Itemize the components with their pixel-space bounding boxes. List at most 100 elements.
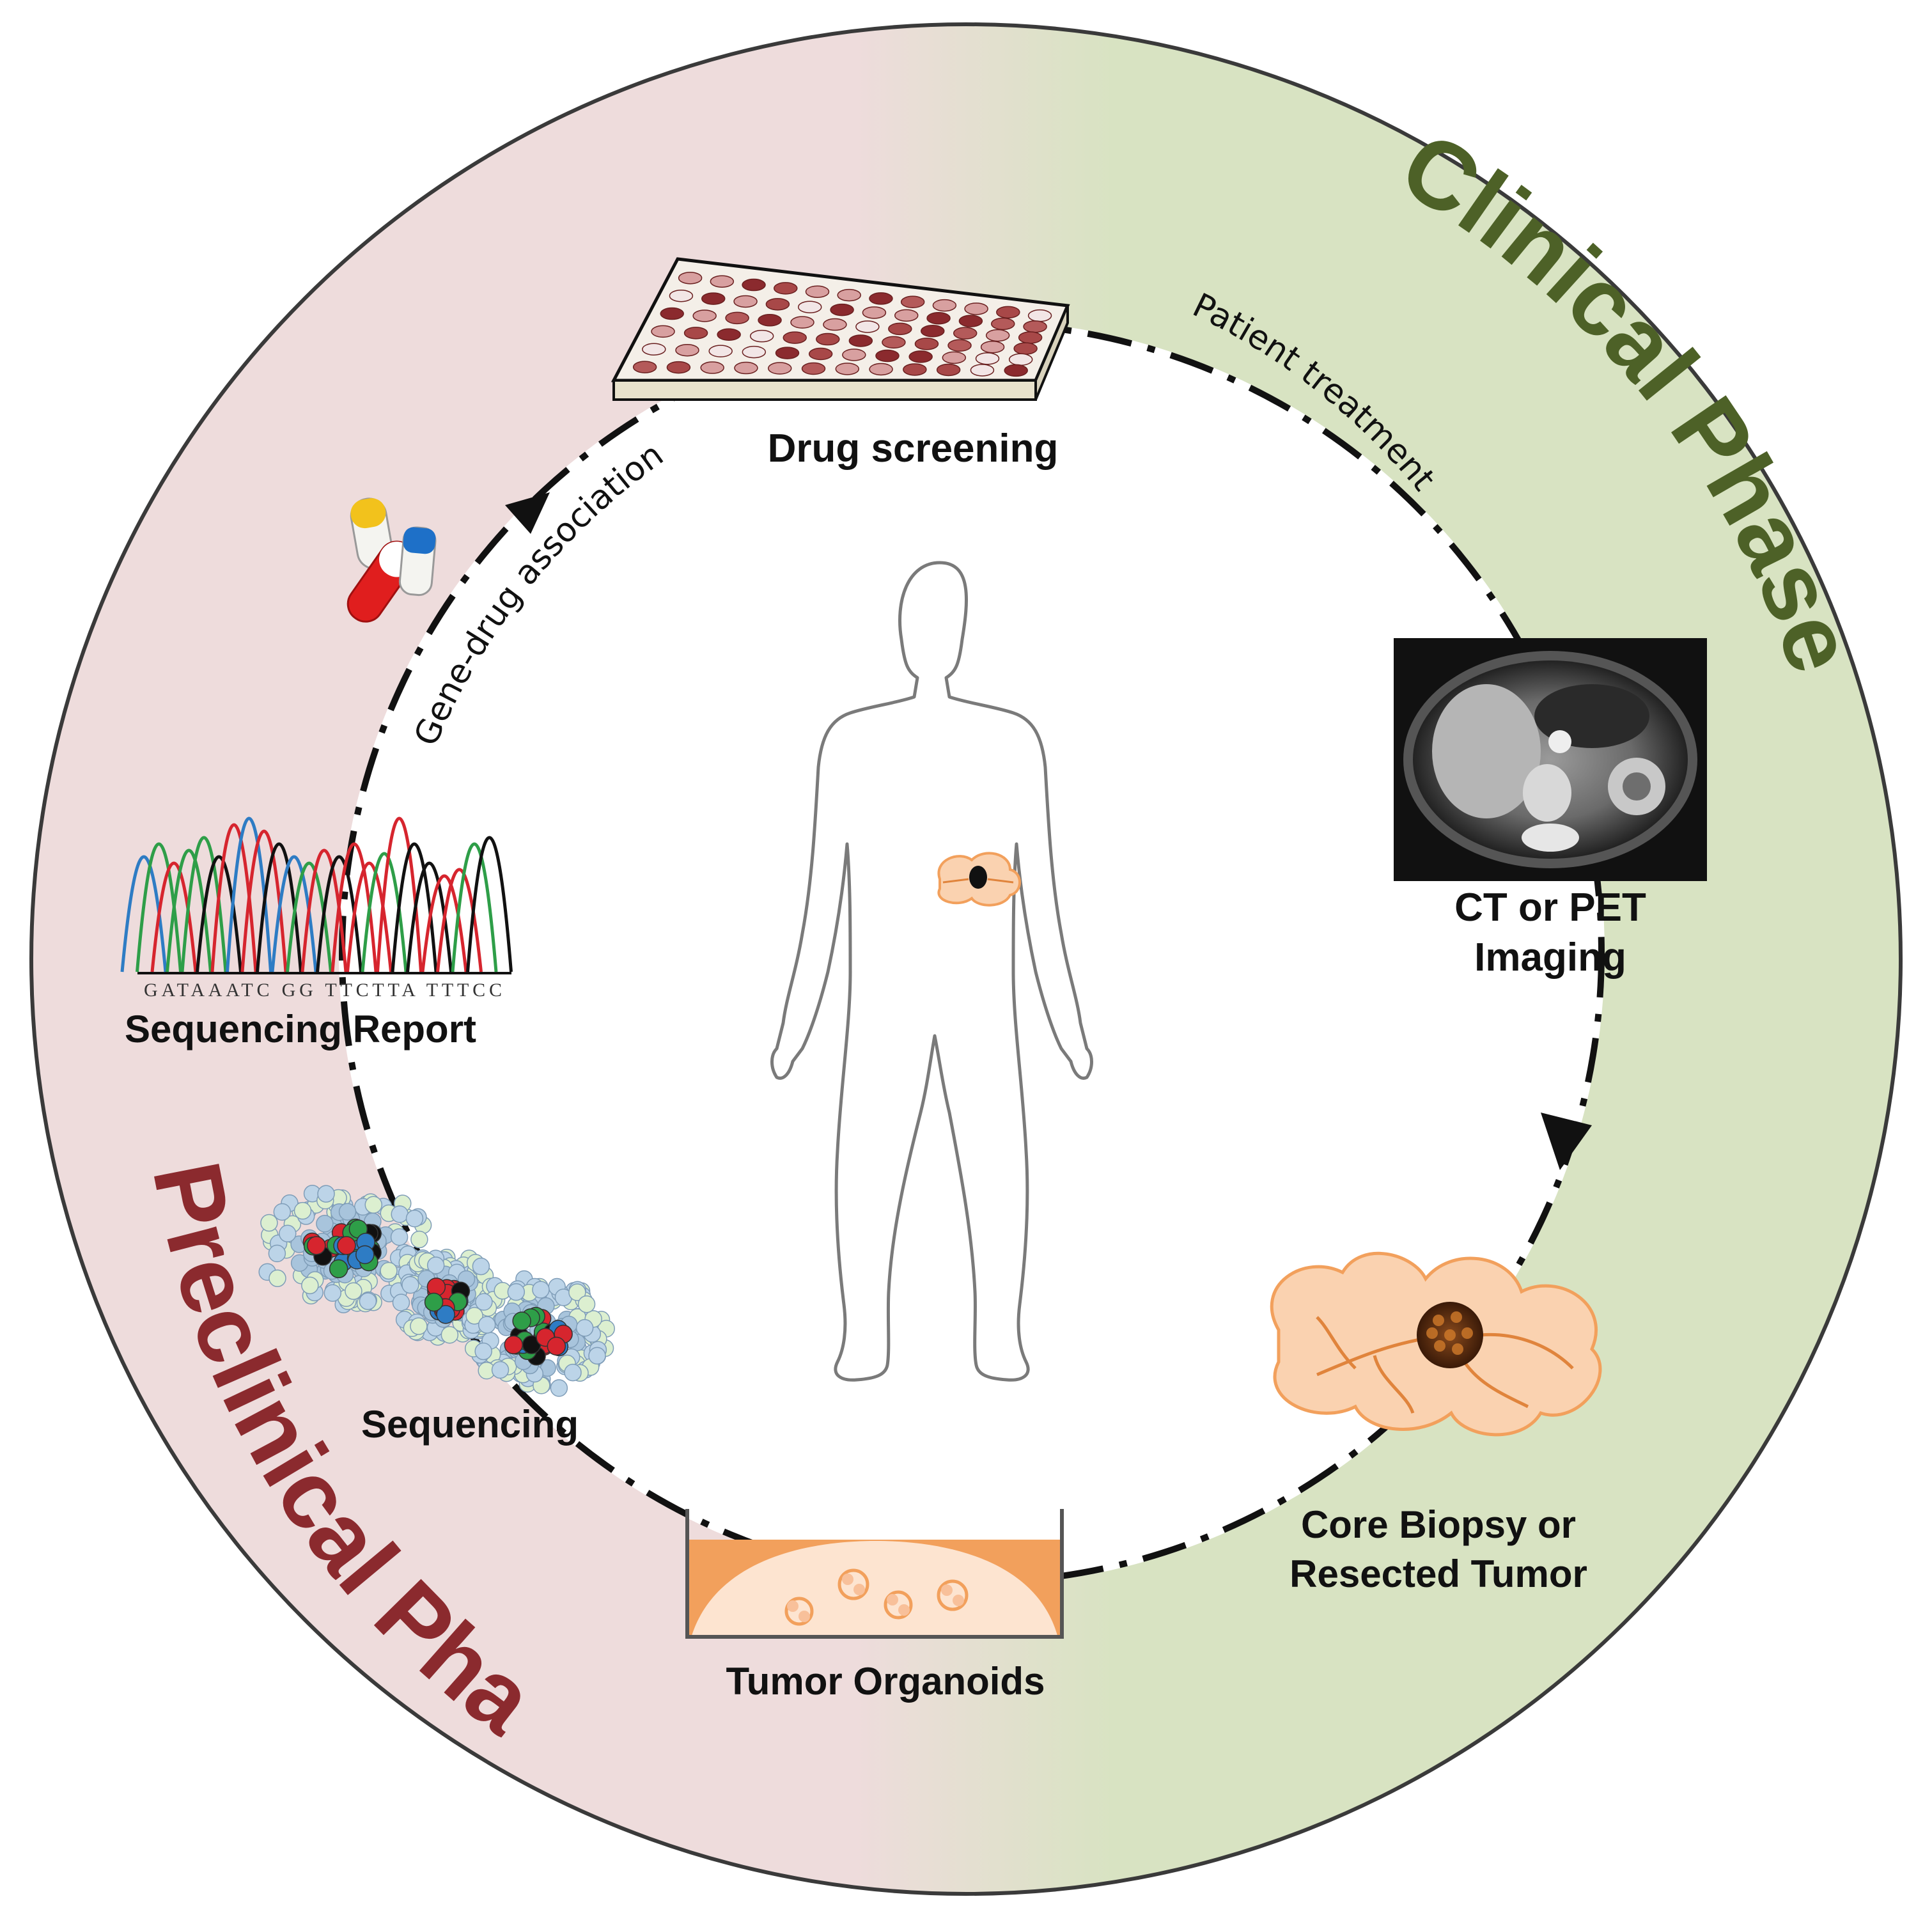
cell [475,1293,493,1311]
cell [273,1203,292,1221]
cell [359,1292,377,1310]
well [1013,342,1038,355]
well [869,363,893,376]
well [669,289,694,302]
tumor-cell [547,1336,566,1356]
well [708,345,733,357]
well [651,325,675,338]
human-body-outline [770,561,1093,1382]
ct-scan-image [1394,638,1707,881]
cell [440,1325,459,1344]
well [875,349,900,363]
cell [465,1307,483,1325]
tumor-cell [307,1236,326,1255]
cell [550,1379,568,1397]
well [1004,364,1028,377]
tumor-cell [355,1245,375,1265]
arrowhead-gene-drug [505,492,550,534]
organ-tumor-icon [937,852,1021,907]
well [914,338,939,350]
well [1027,309,1052,322]
well [805,285,830,298]
cell [472,1257,490,1276]
well [958,315,983,327]
cell [390,1228,409,1246]
well [985,329,1010,342]
cell [568,1283,586,1301]
cell [426,1256,445,1274]
well [642,343,666,355]
cell [316,1215,334,1233]
well [632,361,657,373]
sequencing-report-label: Sequencing Report [125,1008,476,1051]
drug-screening-label: Drug screening [768,426,1059,471]
cell [364,1196,383,1214]
cycle-path [339,320,1605,1586]
sequencing-label: Sequencing [361,1403,579,1446]
tumor-cell [337,1236,356,1255]
cell [478,1316,496,1334]
well [970,364,995,377]
well [692,309,717,322]
tumor-cell [424,1292,444,1312]
well [882,336,906,349]
well [1018,331,1043,344]
well [888,322,912,336]
well [710,275,735,288]
well [675,343,699,357]
well [725,311,749,325]
well [790,316,814,329]
well [991,317,1015,331]
cell [380,1262,398,1280]
cell [491,1361,510,1379]
ct-pet-label-line2: Imaging [1474,935,1626,980]
cell [575,1319,594,1337]
well [701,292,726,305]
well [842,348,866,361]
cell [564,1363,582,1382]
well [975,352,1000,365]
chromatogram-peak [466,836,513,973]
cell-cluster-icon [258,1184,615,1397]
cell [260,1214,278,1232]
chromatogram-peak [300,848,348,973]
well [742,278,766,292]
well [837,288,861,302]
tumor-cell [329,1259,348,1279]
cell [410,1317,428,1335]
well [823,318,847,331]
well [932,299,957,312]
well [996,306,1020,319]
cell [338,1203,357,1221]
chromatogram-peak [196,855,242,973]
chromatogram-peak [436,868,483,973]
well [942,351,967,364]
cell [279,1224,297,1243]
cell [410,1230,428,1249]
well [774,282,798,295]
cell [392,1293,410,1311]
cell [401,1276,419,1294]
well [758,313,782,327]
chromatogram-peak [180,836,228,973]
cell [577,1295,596,1313]
well [742,345,767,359]
biopsy-label-line1: Core Biopsy or [1301,1503,1576,1546]
pill-capsules-icon [347,497,437,623]
cell [391,1205,409,1223]
tumor-cell [436,1305,455,1324]
well [903,363,927,376]
cell [588,1347,606,1365]
chromatogram-peak [376,816,423,973]
cell [405,1210,424,1228]
well [848,334,873,347]
well [908,350,933,363]
well [953,327,978,340]
well [980,340,1005,354]
well [947,339,972,352]
well [683,327,708,340]
well [666,361,691,374]
well [816,332,840,346]
well [855,320,880,333]
